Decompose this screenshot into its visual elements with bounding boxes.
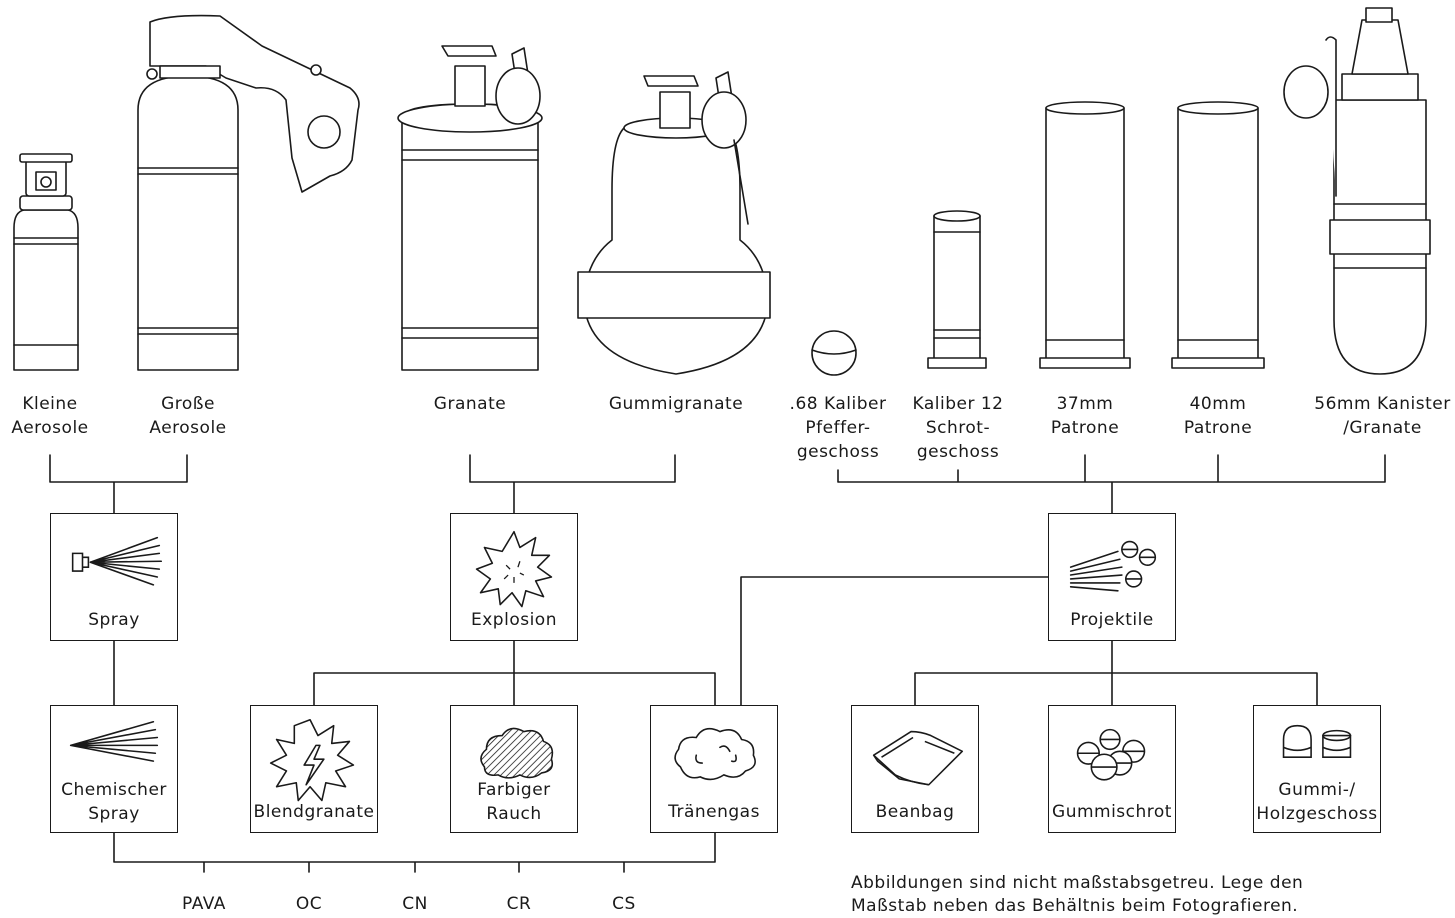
large-aerosol-illustration [137, 14, 360, 371]
box-spray: Spray [50, 513, 178, 641]
shotgun-shell-illustration [927, 210, 987, 369]
scale-note: Abbildungen sind nicht maßstabsgetreu. L… [851, 873, 1304, 916]
label-37mm: 37mm Patrone [1050, 394, 1120, 438]
label-kleine-aerosole: Kleine Aerosole [11, 394, 89, 438]
label-40mm: 40mm Patrone [1183, 394, 1253, 438]
box-projektile: Projektile [1048, 513, 1176, 641]
pepper-ball-illustration [811, 330, 857, 376]
box-beanbag: Beanbag [851, 705, 979, 833]
label-grosse-aerosole: Große Aerosole [149, 394, 227, 438]
box-blendgranate-label: Blendgranate [253, 802, 375, 822]
explosion-icon [475, 530, 553, 608]
projectiles-icon [1069, 540, 1157, 592]
beanbag-icon [872, 730, 964, 786]
label-granate: Granate [433, 394, 507, 414]
box-explosion: Explosion [450, 513, 578, 641]
small-aerosol-illustration [13, 153, 79, 371]
smoke-icon [480, 727, 554, 779]
56mm-canister-illustration [1283, 7, 1431, 375]
box-explosion-label: Explosion [471, 610, 557, 630]
connector-projektile-effects [914, 640, 1318, 706]
agent-cs: CS [612, 894, 636, 914]
connector-projektile-traenen [740, 576, 1049, 706]
agent-cn: CN [402, 894, 428, 914]
box-farbiger-rauch: Farbiger Rauch [450, 705, 578, 833]
label-kaliber-68: .68 Kaliber Pfeffer- geschoss [789, 394, 887, 462]
rubber-grenade-illustration [577, 71, 771, 375]
flash-icon [269, 718, 355, 802]
label-56mm: 56mm Kanister /Granate [1314, 394, 1451, 438]
label-gummigranate: Gummigranate [608, 394, 744, 414]
box-blendgranate: Blendgranate [250, 705, 378, 833]
label-kaliber-12: Kaliber 12 Schrot- geschoss [912, 394, 1004, 462]
40mm-cartridge-illustration [1171, 101, 1265, 369]
agent-oc: OC [295, 894, 323, 914]
box-chemischer-spray-label: Chemischer Spray [61, 780, 167, 824]
box-gummischrot: Gummischrot [1048, 705, 1176, 833]
box-gummischrot-label: Gummischrot [1052, 802, 1172, 822]
baton-rounds-icon [1282, 724, 1352, 758]
agent-pava: PAVA [182, 894, 226, 914]
box-farbiger-rauch-label: Farbiger Rauch [477, 780, 551, 824]
connector-projectiles [837, 454, 1386, 514]
spray-nozzle-icon [71, 536, 163, 586]
cloud-icon [674, 727, 756, 781]
connector-grenades [469, 454, 676, 514]
box-gummi-holzgeschoss-label: Gummi-/ Holzgeschoss [1256, 780, 1378, 824]
37mm-cartridge-illustration [1039, 101, 1131, 369]
box-chemischer-spray: Chemischer Spray [50, 705, 178, 833]
agent-cr: CR [506, 894, 532, 914]
box-projektile-label: Projektile [1070, 610, 1154, 630]
spray-icon [69, 720, 159, 762]
rubber-pellets-icon [1076, 728, 1146, 781]
grenade-illustration [397, 45, 543, 371]
box-traenengas: Tränengas [650, 705, 778, 833]
connector-explosion-effects [313, 640, 716, 706]
box-beanbag-label: Beanbag [875, 802, 955, 822]
connector-aerosols [49, 454, 188, 514]
box-traenengas-label: Tränengas [668, 802, 760, 822]
connector-agents [113, 832, 716, 873]
box-gummi-holzgeschoss: Gummi-/ Holzgeschoss [1253, 705, 1381, 833]
box-spray-label: Spray [88, 610, 140, 630]
